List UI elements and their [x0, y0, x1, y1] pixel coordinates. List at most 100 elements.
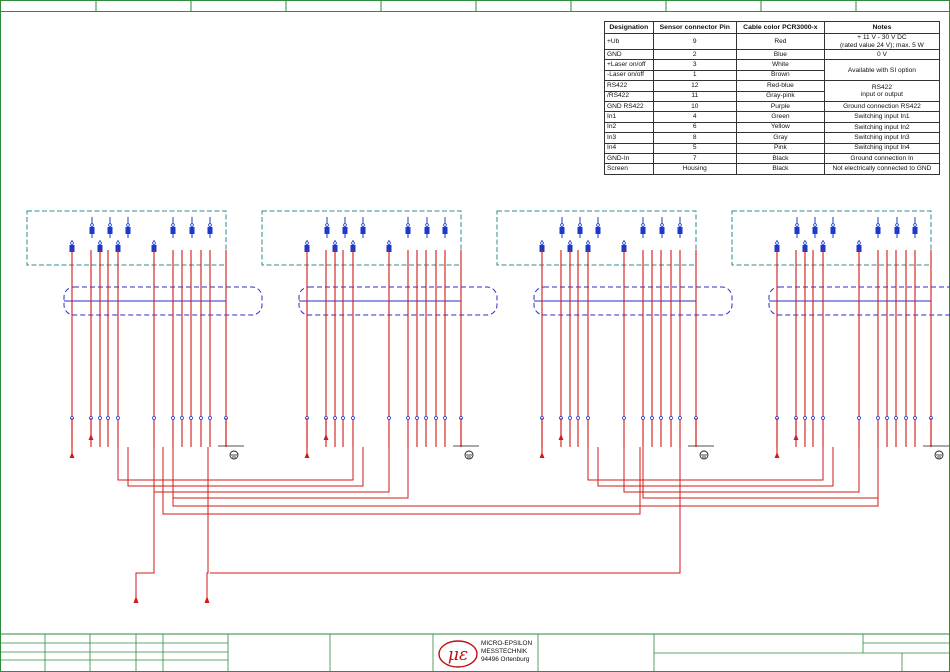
- cell-notes-line: + 11 V - 30 V DC: [857, 34, 907, 41]
- pin-terminal: [795, 223, 799, 227]
- title-block: με: [0, 633, 950, 672]
- bus-wire: [162, 447, 641, 515]
- pin-terminal: [821, 241, 825, 245]
- pin-terminal: [831, 223, 835, 227]
- pin-contact: [89, 227, 95, 234]
- connector-box: [26, 210, 227, 266]
- terminal-node: [678, 416, 682, 420]
- cell-designation: Screen: [604, 163, 654, 175]
- pin-assignment-table: Designation Sensor connector Pin Cable c…: [604, 21, 941, 175]
- bus-wire: [153, 447, 390, 493]
- pin-terminal: [813, 223, 817, 227]
- terminal-node: [180, 416, 184, 420]
- pin-contact: [539, 245, 545, 252]
- cell-pin: Housing: [652, 163, 737, 175]
- cell-cable-color: Red: [735, 33, 825, 50]
- terminal-node: [622, 416, 626, 420]
- pin-contact: [621, 245, 627, 252]
- pin-contact: [812, 227, 818, 234]
- output-wire: [206, 447, 209, 598]
- terminal-node: [803, 416, 807, 420]
- pin-contact: [856, 245, 862, 252]
- pin-contact: [332, 245, 338, 252]
- cell-notes-line: Switching input In4: [854, 144, 910, 152]
- terminal-node: [885, 416, 889, 420]
- pin-contact: [324, 227, 330, 234]
- company-city: 94496 Ortenburg: [481, 656, 530, 663]
- terminal-node: [894, 416, 898, 420]
- company-logo: με: [438, 640, 478, 668]
- pin-terminal: [895, 223, 899, 227]
- pin-contact: [304, 245, 310, 252]
- terminal-node: [152, 416, 156, 420]
- terminal-node: [387, 416, 391, 420]
- bus-wire: [172, 447, 879, 507]
- arrow-head: [774, 452, 780, 458]
- terminal-node: [171, 416, 175, 420]
- cell-notes-line: RS422: [871, 83, 893, 91]
- pin-terminal: [641, 223, 645, 227]
- arrow-head: [69, 452, 75, 458]
- terminal-node: [424, 416, 428, 420]
- cell-pin: 2: [652, 48, 737, 61]
- terminal-node: [106, 416, 110, 420]
- header-designation: Designation: [604, 21, 654, 34]
- pin-terminal: [857, 241, 861, 245]
- pin-contact: [342, 227, 348, 234]
- terminal-node: [434, 416, 438, 420]
- cell-pin: 9: [652, 33, 737, 50]
- cable-shield: [768, 286, 950, 316]
- cell-pin: 5: [652, 142, 737, 154]
- pin-contact: [567, 245, 573, 252]
- pin-terminal: [70, 241, 74, 245]
- pin-terminal: [126, 223, 130, 227]
- pin-contact: [894, 227, 900, 234]
- terminal-node: [333, 416, 337, 420]
- pin-contact: [107, 227, 113, 234]
- cell-cable-color: Gray: [735, 132, 825, 144]
- cell-notes-line: Available with SI option: [847, 66, 916, 74]
- terminal-node: [641, 416, 645, 420]
- cell-notes: Not electrically connected to GND: [823, 163, 941, 175]
- pin-contact: [386, 245, 392, 252]
- cell-notes: + 11 V - 30 V DC(rated value 24 V); max.…: [823, 33, 941, 50]
- connector-box: [496, 210, 697, 266]
- cell-notes-line: Switching input In1: [854, 113, 910, 121]
- terminal-node: [586, 416, 590, 420]
- cell-pin: 12: [652, 80, 737, 92]
- cell-notes: Switching input In3: [823, 132, 941, 144]
- terminal-node: [659, 416, 663, 420]
- pin-contact: [97, 245, 103, 252]
- pin-table-header-row: Designation Sensor connector Pin Cable c…: [604, 21, 941, 34]
- cell-notes: Switching input In4: [823, 142, 941, 154]
- sensor-connector-group: [496, 210, 733, 460]
- cell-pin: 1: [652, 69, 737, 82]
- cell-notes-line: 0 V: [876, 50, 887, 58]
- cell-designation: In2: [604, 121, 654, 134]
- header-notes: Notes: [823, 21, 941, 34]
- terminal-node: [415, 416, 419, 420]
- pin-contact: [794, 227, 800, 234]
- bus-wire: [597, 447, 834, 487]
- cell-cable-color: Black: [735, 163, 825, 175]
- cell-notes: Switching input In2: [823, 121, 941, 134]
- terminal-node: [568, 416, 572, 420]
- pin-terminal: [803, 241, 807, 245]
- pin-terminal: [425, 223, 429, 227]
- cell-pin: 4: [652, 111, 737, 123]
- terminal-node: [904, 416, 908, 420]
- pin-contact: [875, 227, 881, 234]
- pin-contact: [820, 245, 826, 252]
- cell-cable-color: Blue: [735, 48, 825, 61]
- pin-terminal: [678, 223, 682, 227]
- cell-pin: 7: [652, 152, 737, 165]
- terminal-node: [116, 416, 120, 420]
- output-arrow: [133, 596, 139, 603]
- output-arrow: [204, 596, 210, 603]
